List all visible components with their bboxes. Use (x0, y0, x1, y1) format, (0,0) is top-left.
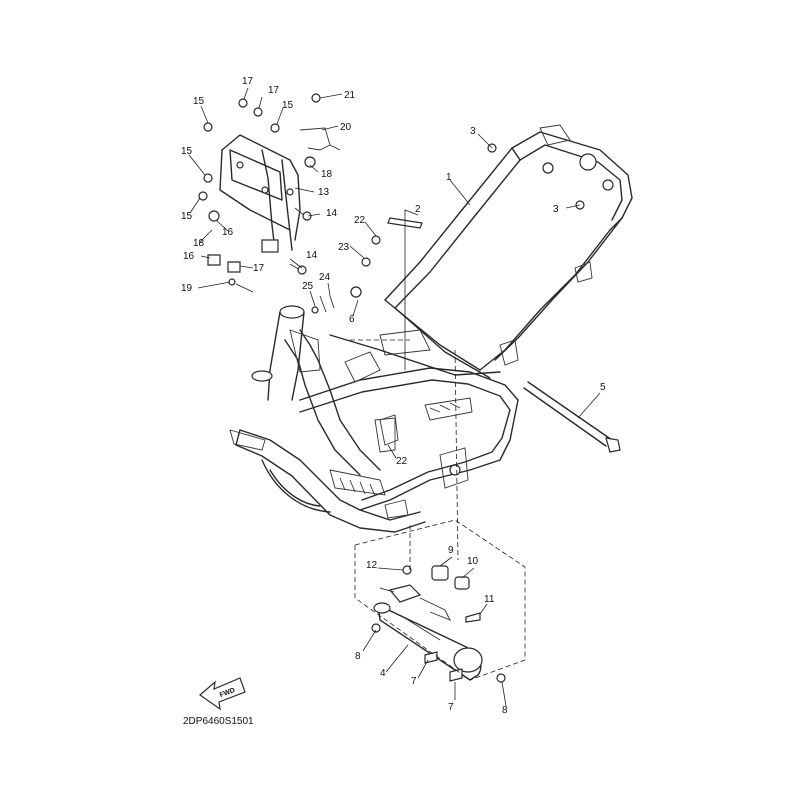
leader-lines (188, 87, 601, 707)
callout-7b: 7 (448, 702, 454, 713)
fasteners (198, 93, 585, 453)
callout-12: 12 (366, 560, 378, 571)
callout-24: 25 (302, 281, 314, 292)
callout-18b: 19 (181, 283, 193, 294)
callout-9: 9 (448, 545, 454, 556)
main-frame (229, 124, 633, 533)
mount-outline (354, 519, 526, 681)
callout-15b: 15 (181, 146, 193, 157)
callout-15a: 15 (193, 96, 205, 107)
callout-15d: 15 (282, 100, 294, 111)
callout-21: 22 (396, 456, 408, 467)
callout-3b: 3 (553, 204, 559, 215)
callout-15c: 15 (181, 211, 193, 222)
callout-1: 1 (446, 172, 452, 183)
callout-17a: 17 (242, 76, 254, 87)
callout-16a: 16 (222, 227, 234, 238)
callout-13: 13 (318, 187, 330, 198)
callout-19: 20 (340, 122, 352, 133)
callout-7a: 7 (411, 676, 417, 687)
callout-17c: 18 (321, 169, 333, 180)
callout-4: 4 (380, 668, 386, 679)
callout-3a: 3 (470, 126, 476, 137)
callout-labels: 1 2 3 3 4 5 6 7 7 8 8 9 10 11 12 13 14 1… (181, 76, 606, 716)
callout-6: 6 (349, 314, 355, 325)
front-bracket-assembly (219, 127, 341, 253)
callout-22b: 23 (338, 242, 350, 253)
callout-20: 21 (344, 90, 356, 101)
callout-2: 2 (415, 204, 421, 215)
callout-18a: 18 (193, 238, 205, 249)
callout-8b: 8 (502, 705, 508, 716)
callout-14b: 14 (306, 250, 318, 261)
callout-16c: 17 (253, 263, 265, 274)
callout-10: 10 (467, 556, 479, 567)
fwd-arrow-icon: FWD (199, 677, 246, 711)
callout-14a: 14 (326, 208, 338, 219)
callout-23: 24 (319, 272, 331, 283)
callout-8a: 8 (355, 651, 361, 662)
callout-11: 11 (484, 594, 495, 605)
callout-22a: 22 (354, 215, 366, 226)
callout-16b: 16 (183, 251, 195, 262)
callout-17b: 17 (268, 85, 280, 96)
long-bolt (523, 381, 621, 453)
callout-5: 5 (600, 382, 606, 393)
engine-mount (371, 565, 506, 683)
diagram-code: 2DP6460S1501 (183, 716, 254, 727)
